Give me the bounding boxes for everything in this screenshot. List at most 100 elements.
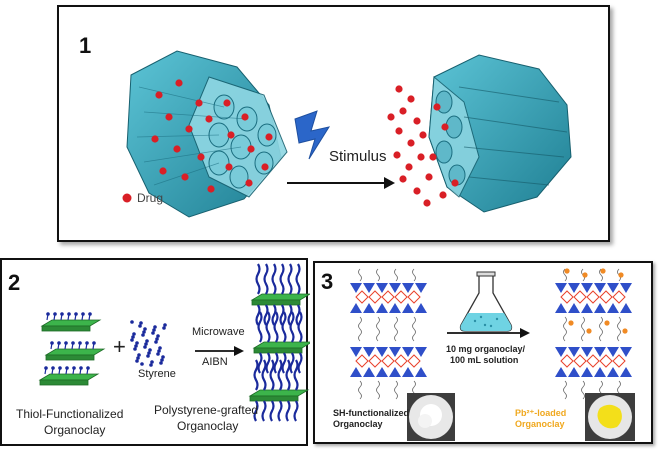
- tetrahedral-unit: [607, 303, 619, 313]
- drug-dot: [407, 139, 415, 147]
- drug-dot: [173, 145, 181, 153]
- styrene-monomer: [143, 327, 147, 331]
- tetrahedral-unit: [581, 303, 593, 313]
- tetrahedral-unit: [568, 283, 580, 293]
- polymer-chain: [277, 400, 283, 422]
- thiol-head: [81, 312, 85, 316]
- pb-organoclay-photo: [585, 393, 635, 441]
- drug-release-illustration: [122, 50, 572, 218]
- lead-ion: [622, 328, 628, 334]
- polymer-chain: [263, 304, 269, 326]
- tetrahedral-unit: [350, 347, 362, 357]
- tetrahedral-unit: [389, 347, 401, 357]
- alkyl-chain: [394, 380, 398, 400]
- thiol-head: [65, 366, 69, 370]
- drug-dot: [413, 187, 421, 195]
- drug-dot: [419, 131, 427, 139]
- polymer-chain: [271, 304, 277, 326]
- styrene-monomer: [143, 345, 147, 349]
- thiol-head: [53, 312, 57, 316]
- styrene-monomer: [130, 320, 134, 324]
- drug-dot: [225, 163, 233, 171]
- clay-layer: [38, 373, 100, 381]
- tetrahedral-unit: [376, 367, 388, 377]
- reaction-arrow: [195, 346, 244, 356]
- tetrahedral-unit: [607, 347, 619, 357]
- alkyl-chain: [358, 268, 362, 282]
- alkyl-chain: [358, 316, 362, 342]
- reaction-arrow: [447, 328, 530, 338]
- thiol-head: [86, 366, 90, 370]
- lead-ion: [568, 320, 574, 326]
- tetrahedral-unit: [568, 367, 580, 377]
- condition-aibn: AIBN: [202, 356, 228, 368]
- styrene-monomer: [135, 359, 139, 363]
- tetrahedral-unit: [607, 283, 619, 293]
- polymer-chain: [295, 304, 301, 326]
- drug-dot: [181, 173, 189, 181]
- drug-dot: [399, 107, 407, 115]
- styrene-monomer: [136, 356, 140, 360]
- styrene-monomer: [139, 321, 143, 325]
- lead-ion: [564, 268, 570, 274]
- tetrahedral-unit: [594, 283, 606, 293]
- thiol-head: [50, 341, 54, 345]
- thiol-head: [78, 341, 82, 345]
- thiol-head: [57, 341, 61, 345]
- condition-microwave: Microwave: [192, 326, 245, 338]
- drug-dot: [407, 95, 415, 103]
- mesoporous-particle-empty: [428, 54, 572, 213]
- polymer-chain: [257, 352, 263, 374]
- octahedral-unit: [612, 354, 626, 368]
- octahedral-unit: [586, 354, 600, 368]
- drug-dot: [151, 135, 159, 143]
- tetrahedral-unit: [581, 347, 593, 357]
- product-label-line1: Polystyrene-grafted: [154, 403, 259, 417]
- styrene-label: Styrene: [138, 368, 176, 380]
- drug-dot: [265, 133, 273, 141]
- drug-dot: [207, 185, 215, 193]
- styrene-monomer: [163, 323, 167, 327]
- styrene-monomer: [150, 360, 154, 364]
- polymer-chain: [273, 311, 279, 343]
- tetrahedral-unit: [363, 347, 375, 357]
- lead-ion: [618, 272, 624, 278]
- drug-dot: [197, 153, 205, 161]
- drug-dot: [155, 91, 163, 99]
- clay-layer: [248, 389, 310, 397]
- octahedral-unit: [560, 354, 574, 368]
- sh-organoclay-structure: [350, 268, 427, 400]
- alkyl-chain: [376, 316, 380, 342]
- drug-dot: [205, 115, 213, 123]
- styrene-monomer: [155, 337, 159, 341]
- thiol-head: [46, 312, 50, 316]
- alkyl-chain: [563, 268, 567, 282]
- reactant-label-line1: SH-functionalized: [333, 408, 409, 418]
- octahedral-unit: [381, 290, 395, 304]
- tetrahedral-unit: [620, 347, 632, 357]
- octahedral-unit: [381, 354, 395, 368]
- thiol-head: [64, 341, 68, 345]
- panel-polymer-grafting: 2 + Styrene Microwave AIBN Thiol-Functio…: [0, 258, 310, 446]
- styrene-monomer: [137, 353, 141, 357]
- drug-dot: [451, 179, 459, 187]
- alkyl-chain: [412, 268, 416, 282]
- tetrahedral-unit: [402, 303, 414, 313]
- drug-dot: [223, 99, 231, 107]
- lead-ion: [600, 268, 606, 274]
- thiol-head: [88, 312, 92, 316]
- lead-ion: [582, 272, 588, 278]
- tetrahedral-unit: [389, 367, 401, 377]
- thiol-head: [71, 341, 75, 345]
- clay-layer-edge: [251, 299, 301, 306]
- styrene-monomer: [142, 330, 146, 334]
- polymer-chain: [261, 400, 267, 422]
- octahedral-unit: [612, 290, 626, 304]
- styrene-monomer: [159, 361, 163, 365]
- product-label-line1: Pb²⁺-loaded: [515, 408, 567, 418]
- drug-dot: [413, 117, 421, 125]
- tetrahedral-unit: [402, 347, 414, 357]
- polymer-chain: [257, 311, 263, 343]
- reactant-label-line2: Organoclay: [333, 419, 383, 429]
- octahedral-unit: [355, 354, 369, 368]
